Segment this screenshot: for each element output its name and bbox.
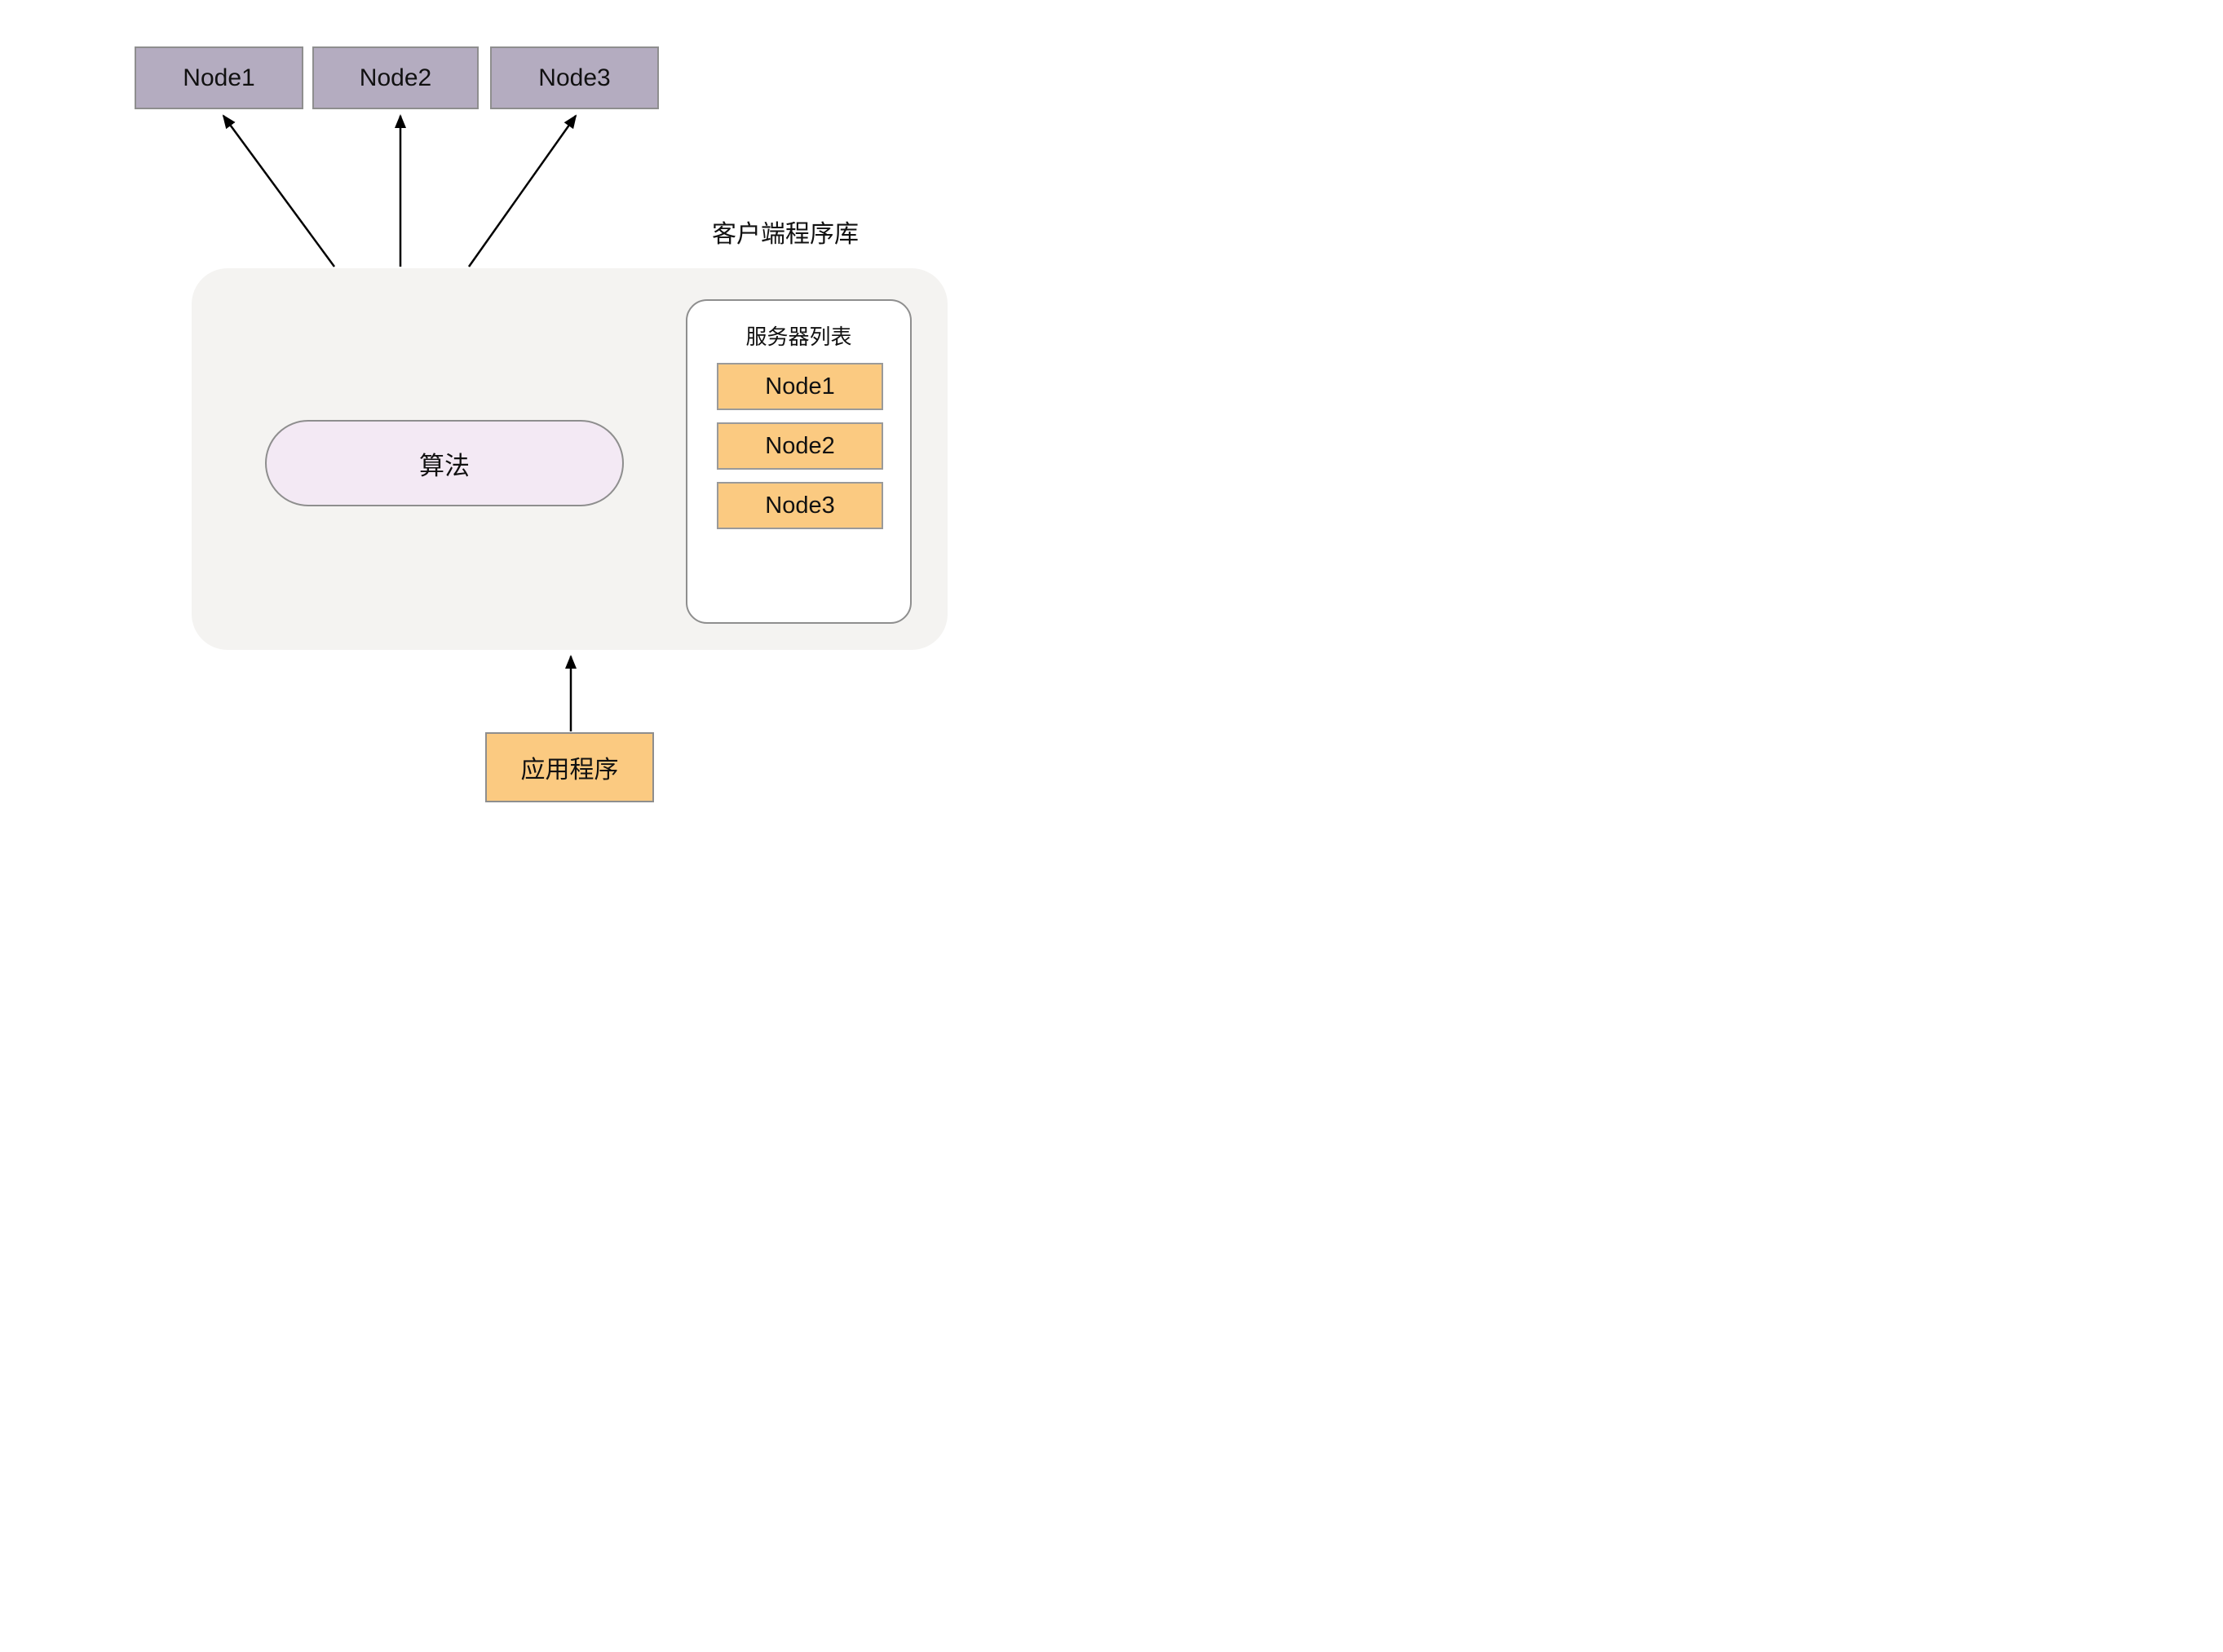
server-list-panel: 服务器列表 Node1 Node2 Node3 (686, 299, 912, 624)
client-library-label: 客户端程序库 (712, 221, 859, 248)
server-list-node2: Node2 (717, 422, 883, 470)
server-list-title: 服务器列表 (745, 325, 852, 349)
remote-node1-box: Node1 (135, 46, 303, 109)
diagram-canvas: Node1 Node2 Node3 客户端程序库 算法 服务器列表 Node1 … (0, 0, 1112, 826)
remote-node3-box: Node3 (490, 46, 659, 109)
arrow-library-to-node1 (222, 114, 336, 267)
server-list-node1: Node1 (717, 363, 883, 410)
application-box: 应用程序 (485, 732, 654, 802)
arrow-library-to-node3 (467, 114, 577, 267)
server-list-node3: Node3 (717, 482, 883, 529)
algorithm-pill: 算法 (265, 420, 624, 506)
remote-node2-box: Node2 (312, 46, 479, 109)
